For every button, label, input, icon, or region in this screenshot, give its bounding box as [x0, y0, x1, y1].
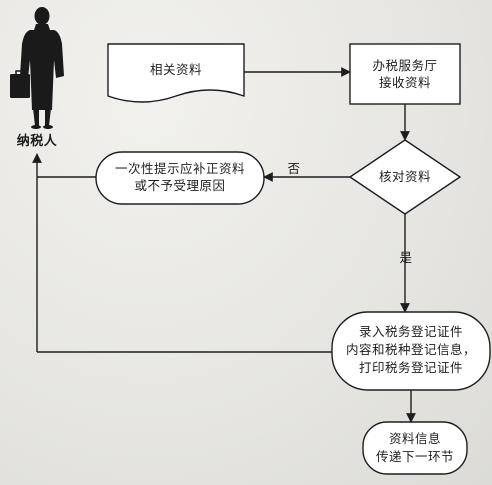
transfer-label-line1: 资料信息: [388, 431, 441, 446]
yes-edge-label: 是: [399, 250, 413, 265]
transfer-label-line2: 传递下一环节: [375, 449, 454, 464]
notify-label-line1: 一次性提示应补正资料: [114, 161, 245, 176]
transfer-node: [362, 421, 468, 475]
person-with-briefcase-icon: [10, 7, 64, 129]
register-label-line3: 打印税务登记证件: [358, 360, 463, 375]
register-label-line1: 录入税务登记证件: [358, 324, 463, 339]
related-docs-label: 相关资料: [149, 62, 202, 77]
receive-label-line1: 办税服务厅: [372, 58, 438, 73]
receive-label-line2: 接收资料: [378, 75, 431, 90]
no-edge-label: 否: [287, 161, 301, 176]
notify-label-line2: 或不予受理原因: [134, 178, 226, 193]
actor-label: 纳税人: [16, 134, 58, 149]
verify-label: 核对资料: [378, 169, 431, 184]
receive-node: [349, 43, 461, 105]
register-label-line2: 内容和税种登记信息，: [345, 342, 476, 357]
related-docs-node: [107, 43, 245, 103]
